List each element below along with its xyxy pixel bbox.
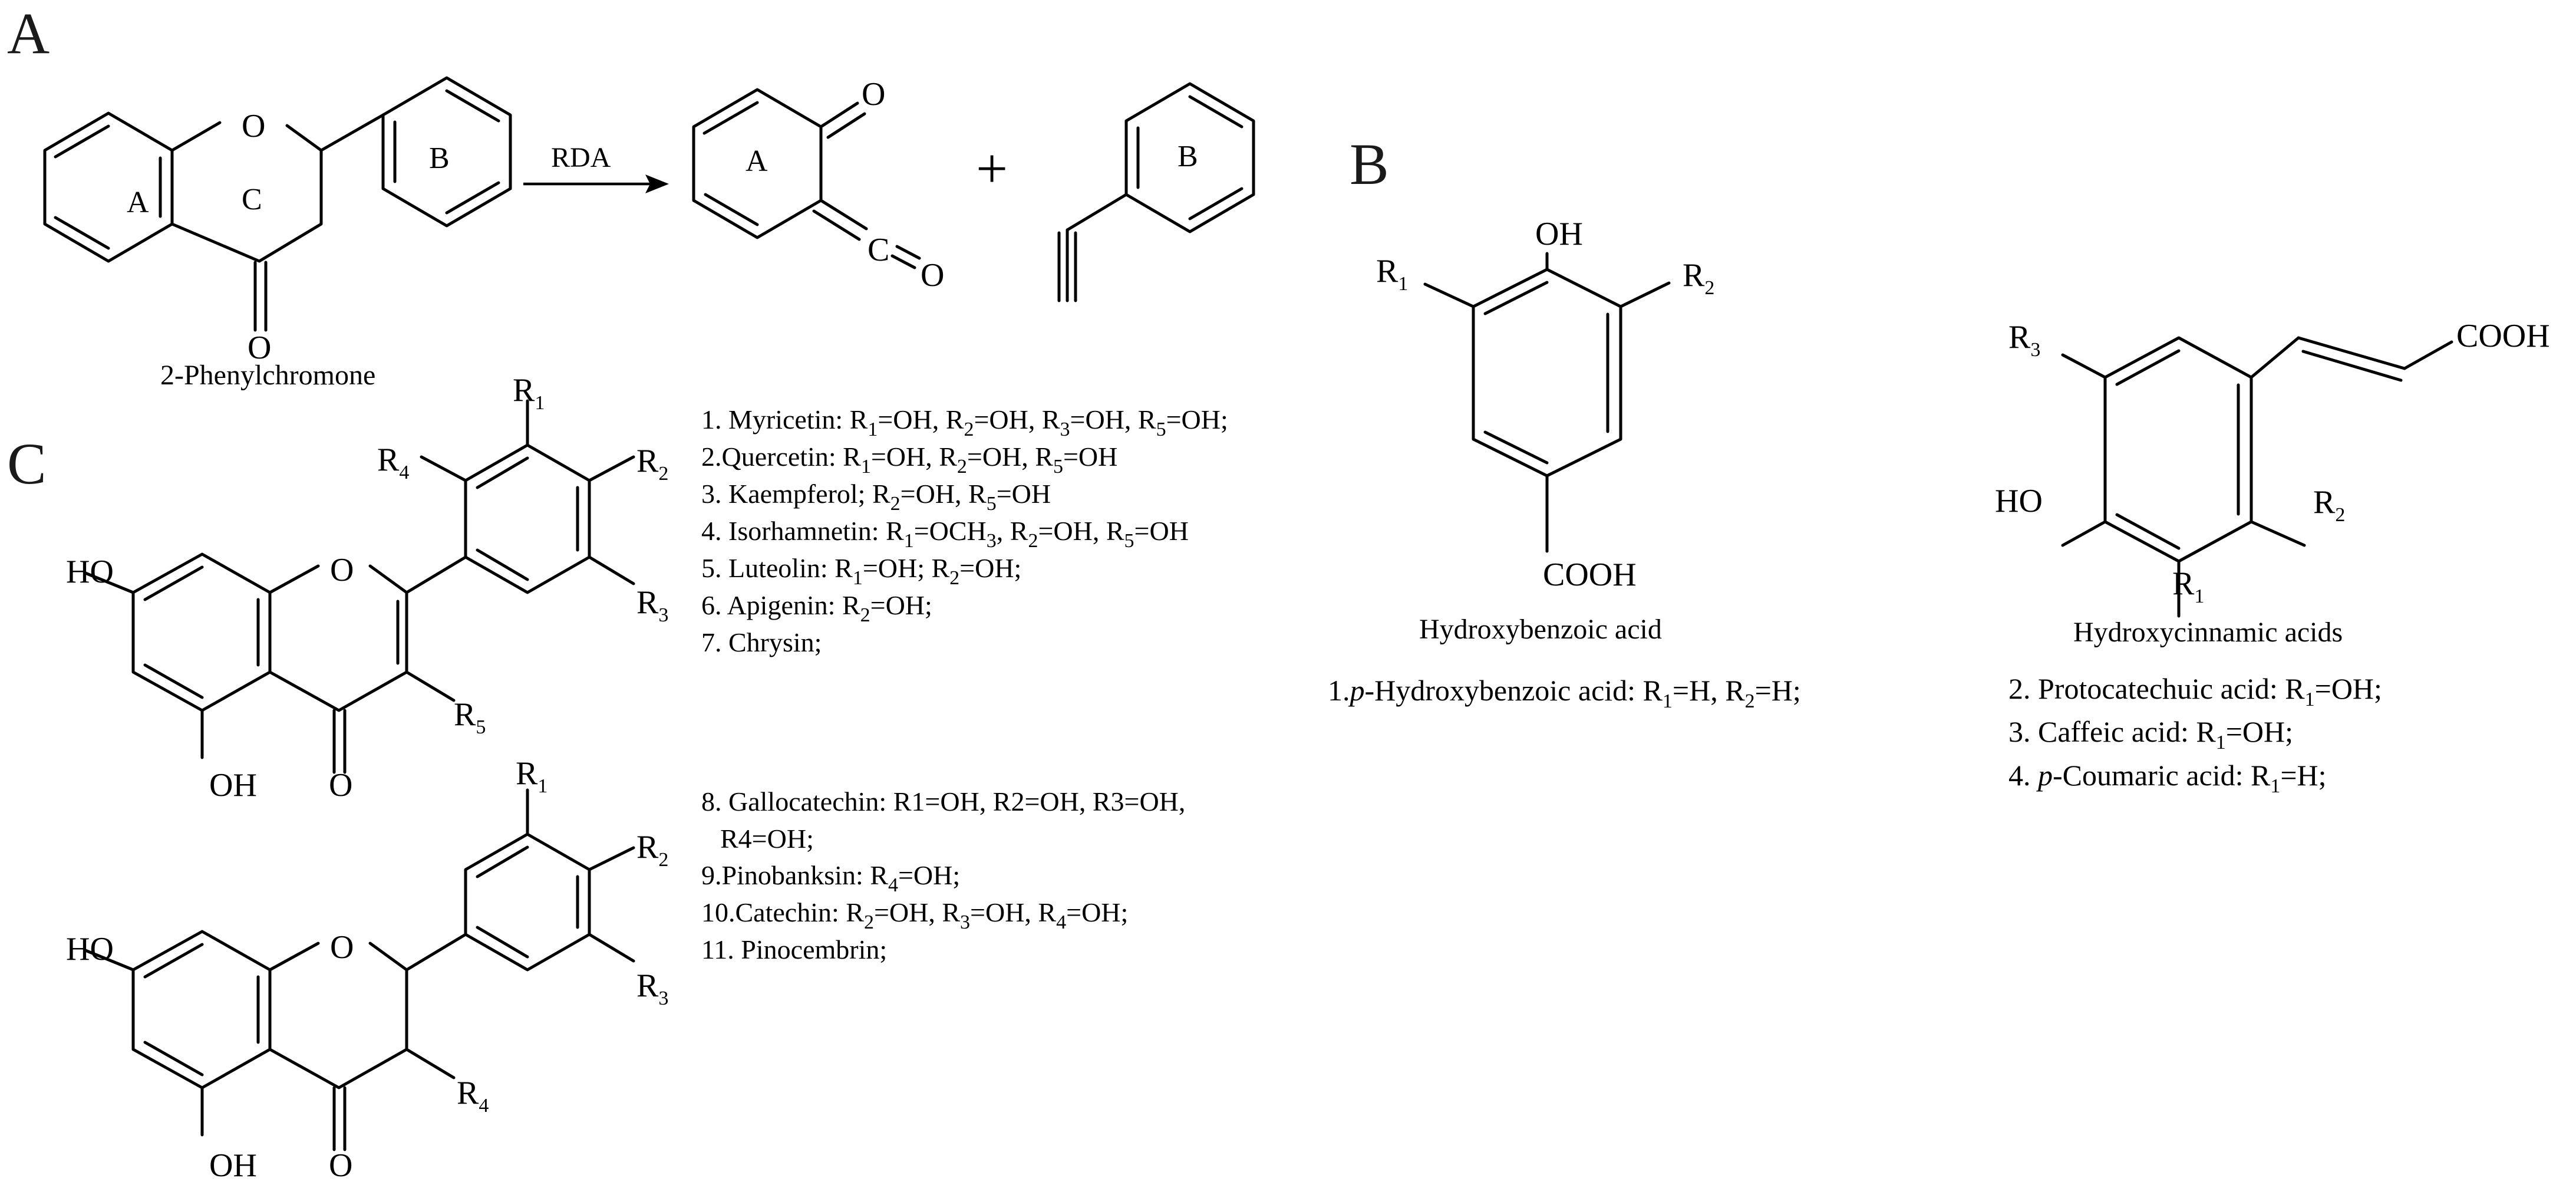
flavone-compound-list: 1. Myricetin: R1=OH, R2=OH, R3=OH, R5=OH… xyxy=(701,404,1228,657)
svg-text:R2: R2 xyxy=(636,443,668,485)
atom-o-ketene: O xyxy=(921,257,944,294)
plus-sign: + xyxy=(976,137,1008,200)
panel-a-reactant xyxy=(43,76,512,332)
svg-text:R3: R3 xyxy=(636,967,668,1009)
ring-label-c: C xyxy=(242,183,262,216)
svg-text:R1: R1 xyxy=(1376,253,1408,295)
svg-text:R3: R3 xyxy=(2008,319,2040,361)
hca-cooh: COOH xyxy=(2456,318,2550,354)
panel-a-product-phenylacetylene xyxy=(1057,82,1255,302)
flavanol-r3: R3 xyxy=(636,967,668,1009)
svg-text:R1: R1 xyxy=(2172,565,2204,607)
flavanol-r4: R4 xyxy=(457,1075,489,1117)
reaction-arrow xyxy=(523,175,669,193)
svg-text:R4: R4 xyxy=(457,1075,489,1117)
ring-label-a: A xyxy=(127,186,149,219)
compound-11: 11. Pinocembrin; xyxy=(701,934,887,965)
atom-c-ketene: C xyxy=(868,232,889,268)
panel-label-a: A xyxy=(7,1,50,66)
atom-o-carbonyl: O xyxy=(248,330,271,366)
svg-text:R3: R3 xyxy=(636,584,668,626)
hba-title: Hydroxybenzoic acid xyxy=(1419,614,1662,645)
compound-7: 7. Chrysin; xyxy=(701,627,822,657)
ring-label-b: B xyxy=(429,141,450,175)
hca-ho: HO xyxy=(1995,483,2043,519)
svg-text:R1: R1 xyxy=(513,372,545,414)
compound-10: 10.Catechin: R2=OH, R3=OH, R4=OH; xyxy=(701,897,1128,933)
flavanol-o-ring: O xyxy=(330,929,354,966)
hca-compound-3: 3. Caffeic acid: R1=OH; xyxy=(2008,715,2293,753)
flavanol-r2: R2 xyxy=(636,829,668,871)
hba-oh: OH xyxy=(1535,216,1583,252)
hca-compound-4: 4. p-Coumaric acid: R1=H; xyxy=(2008,759,2327,797)
reaction-label: RDA xyxy=(551,142,611,173)
hca-r1: R1 xyxy=(2172,565,2204,607)
flavone-r4: R4 xyxy=(377,442,409,483)
flavone-structure xyxy=(84,399,635,774)
atom-o-quinone-top: O xyxy=(862,76,885,113)
flavanol-oh: OH xyxy=(209,1147,257,1184)
compound-8-cont: R4=OH; xyxy=(720,824,814,854)
svg-text:R1: R1 xyxy=(516,755,547,797)
flavanol-compound-list: 8. Gallocatechin: R1=OH, R2=OH, R3=OH, R… xyxy=(701,786,1185,965)
hba-cooh: COOH xyxy=(1543,557,1637,593)
flavone-o-ring: O xyxy=(330,552,354,588)
flavanol-r1: R1 xyxy=(516,755,547,797)
flavone-r2: R2 xyxy=(636,443,668,485)
svg-text:R4: R4 xyxy=(377,442,409,483)
compound-5: 5. Luteolin: R1=OH; R2=OH; xyxy=(701,553,1021,589)
compound-4: 4. Isorhamnetin: R1=OCH3, R2=OH, R5=OH xyxy=(701,516,1189,552)
compound-3: 3. Kaempferol; R2=OH, R5=OH xyxy=(701,479,1051,515)
hba-compound-1: 1.p-Hydroxybenzoic acid: R1=H, R2=H; xyxy=(1328,674,1801,712)
flavanol-ho: HO xyxy=(66,931,114,967)
hydroxybenzoic-acid-structure xyxy=(1423,252,1671,553)
flavone-oh: OH xyxy=(209,767,257,804)
panel-label-b: B xyxy=(1350,131,1389,197)
reactant-name: 2-Phenylchromone xyxy=(160,360,375,391)
flavone-ho: HO xyxy=(66,554,114,590)
compound-1: 1. Myricetin: R1=OH, R2=OH, R3=OH, R5=OH… xyxy=(701,404,1228,440)
svg-text:R2: R2 xyxy=(636,829,668,871)
panel-label-c: C xyxy=(7,431,47,496)
flavone-r5: R5 xyxy=(454,696,486,738)
atom-o-reactant: O xyxy=(242,108,265,144)
panel-a-product-quinone xyxy=(692,88,921,269)
svg-text:R2: R2 xyxy=(1683,257,1714,299)
flavone-r1: R1 xyxy=(513,372,545,414)
svg-text:R5: R5 xyxy=(454,696,486,738)
ring-label-b-product: B xyxy=(1177,140,1198,173)
hca-title: Hydroxycinnamic acids xyxy=(2073,617,2343,648)
hca-compound-2: 2. Protocatechuic acid: R1=OH; xyxy=(2008,672,2382,710)
hba-r1: R1 xyxy=(1376,253,1408,295)
compound-9: 9.Pinobanksin: R4=OH; xyxy=(701,860,960,896)
compound-8: 8. Gallocatechin: R1=OH, R2=OH, R3=OH, xyxy=(701,786,1185,817)
hba-r2: R2 xyxy=(1683,257,1714,299)
flavanol-structure xyxy=(84,788,635,1151)
compound-6: 6. Apigenin: R2=OH; xyxy=(701,590,932,626)
ring-label-a-product: A xyxy=(746,144,768,178)
compound-2: 2.Quercetin: R1=OH, R2=OH, R5=OH xyxy=(701,442,1117,478)
flavanol-o-carbonyl: O xyxy=(329,1147,352,1184)
flavone-r3: R3 xyxy=(636,584,668,626)
hca-r2: R2 xyxy=(2313,484,2345,526)
hca-r3: R3 xyxy=(2008,319,2040,361)
flavone-o-carbonyl: O xyxy=(329,767,352,804)
hydroxycinnamic-acid-structure xyxy=(2061,336,2453,618)
svg-text:R2: R2 xyxy=(2313,484,2345,526)
